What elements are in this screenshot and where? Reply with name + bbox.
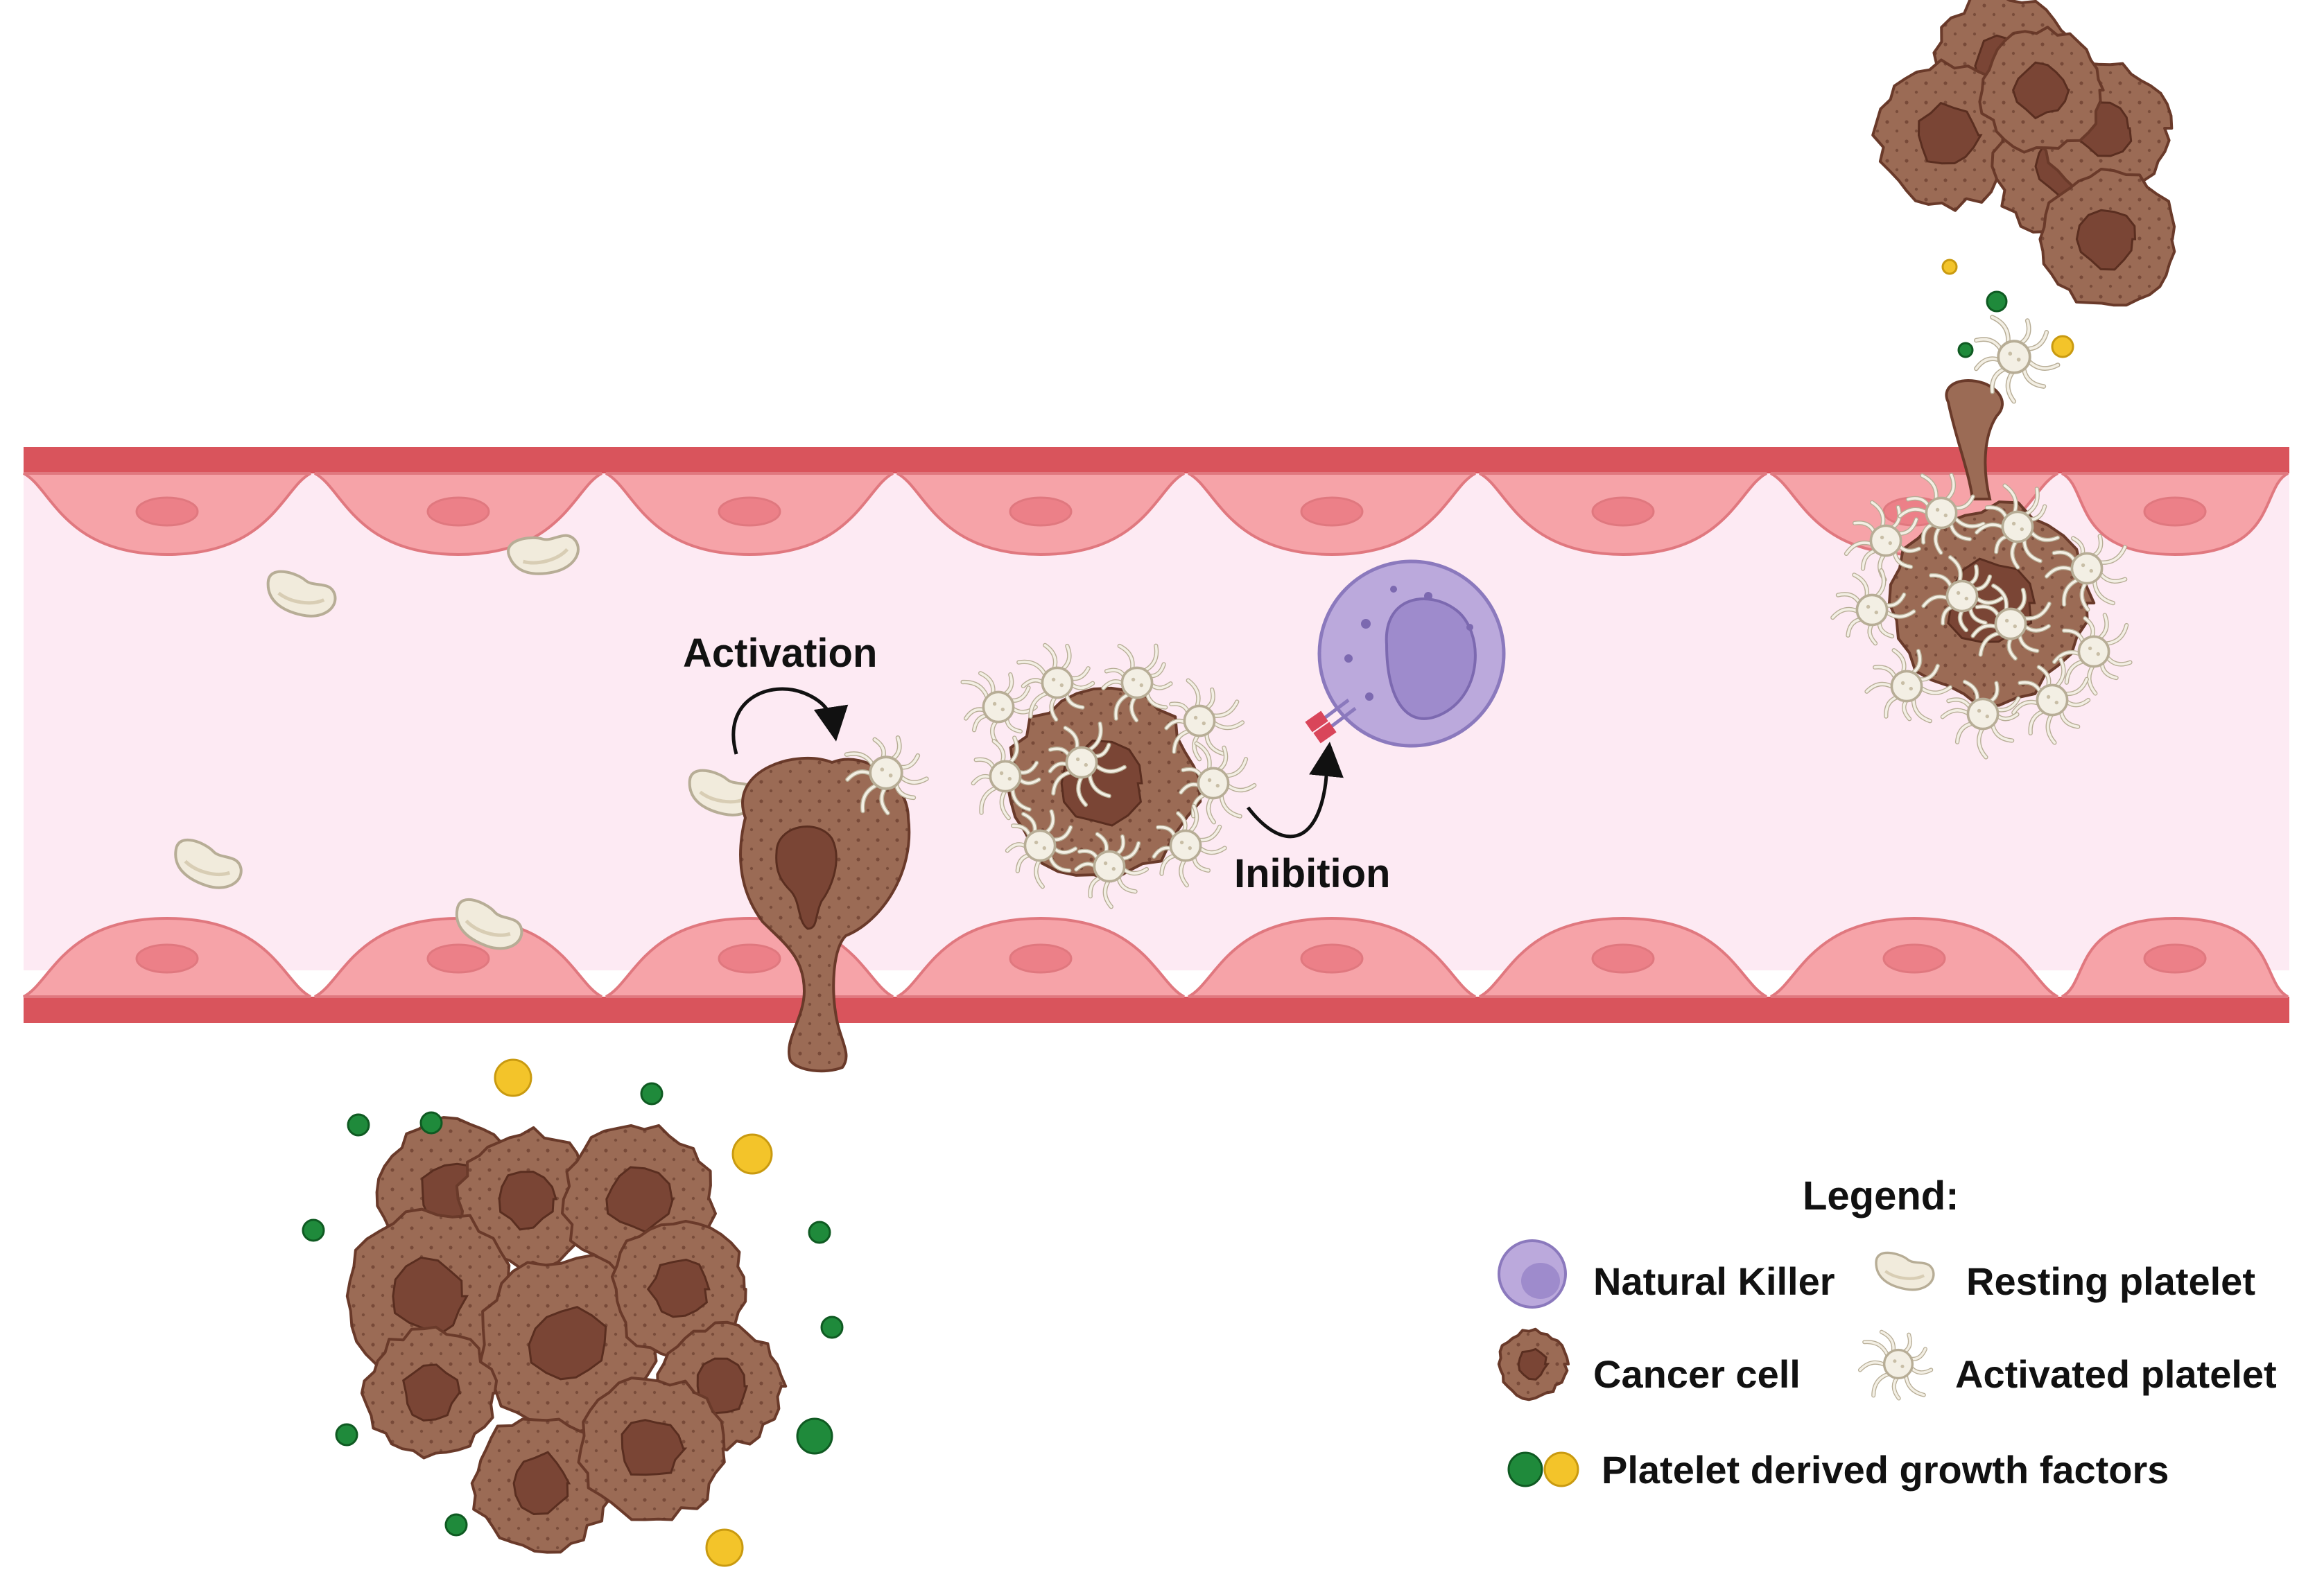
activated-platelet-icon xyxy=(844,735,929,816)
growth-factor-icon xyxy=(820,1316,844,1339)
natural-killer-cell-icon xyxy=(1498,1239,1567,1309)
resting-platelet-icon xyxy=(507,534,580,575)
activated-platelet-icon xyxy=(1857,1329,1934,1401)
legend-label-growth-factors: Platelet derived growth factors xyxy=(1602,1448,2169,1492)
activated-platelet-icon xyxy=(2011,657,2091,745)
endothelial-cell xyxy=(896,916,1185,998)
cancer-cell-icon xyxy=(470,1417,614,1554)
legend-label-activated-platelet: Activated platelet xyxy=(1955,1352,2277,1396)
growth-factor-icon xyxy=(1986,290,2008,313)
activated-platelet-icon xyxy=(1898,473,1986,555)
endothelial-cell xyxy=(1188,472,1476,557)
endothelial-layer-bottom xyxy=(23,916,2289,998)
activated-platelet-icon xyxy=(1005,809,1078,889)
legend-label-cancer-cell: Cancer cell xyxy=(1593,1352,1801,1396)
legend-title: Legend: xyxy=(1803,1173,1959,1218)
growth-factor-icon xyxy=(444,1513,468,1537)
endothelial-cell xyxy=(1188,916,1476,998)
activated-platelet-icon xyxy=(1940,679,2021,760)
endothelial-cell xyxy=(1479,472,1767,557)
cancer-cell-icon xyxy=(360,1325,498,1460)
activated-platelet-icon xyxy=(1164,678,1245,762)
activated-platelet-icon xyxy=(1970,583,2052,661)
vessel-wall-top xyxy=(24,447,2289,473)
activated-platelet-icon xyxy=(960,671,1038,746)
growth-factor-icon xyxy=(640,1082,664,1106)
resting-platelet-icon xyxy=(455,898,523,950)
endothelial-cell xyxy=(2061,472,2289,557)
activated-platelet-icon xyxy=(1974,315,2061,404)
growth-factor-icon xyxy=(1957,342,1974,358)
activated-platelet-icon xyxy=(971,735,1041,821)
intravasating-cancer-cell xyxy=(739,756,911,1073)
endothelial-cell xyxy=(23,472,311,557)
growth-factor-icon xyxy=(1507,1451,1579,1487)
legend-label-resting-platelet: Resting platelet xyxy=(1966,1259,2255,1303)
activated-platelet-icon xyxy=(1152,803,1227,888)
activated-platelet-icon xyxy=(1974,483,2061,570)
growth-factor-icon xyxy=(796,1417,833,1455)
growth-factor-icon xyxy=(731,1133,773,1175)
growth-factor-icon xyxy=(705,1528,744,1567)
curved-arrow-icon xyxy=(1247,742,1344,839)
inhibition-label: Inibition xyxy=(1234,851,1391,896)
growth-factor-icon xyxy=(808,1221,831,1244)
resting-platelet-icon xyxy=(174,838,243,889)
growth-factor-icon xyxy=(302,1218,325,1242)
endothelial-cell xyxy=(1479,916,1767,998)
vessel-wall-bottom xyxy=(24,997,2289,1023)
natural-killer-cell-icon xyxy=(1305,559,1506,748)
activated-platelet-icon xyxy=(1074,832,1149,909)
activated-platelet-icon xyxy=(1179,741,1257,825)
growth-factor-icon xyxy=(347,1113,370,1137)
activation-label: Activation xyxy=(683,631,877,676)
activated-platelet-icon xyxy=(1016,643,1095,722)
growth-factor-icon xyxy=(1941,259,1958,275)
activated-platelet-icon xyxy=(1101,643,1173,723)
cloaked-cancer-cell xyxy=(1005,686,1203,883)
cancer-cell-icon xyxy=(1978,26,2105,154)
activated-platelet-icon xyxy=(1830,568,1916,646)
activated-platelet-icon xyxy=(1048,721,1127,807)
nk-receptor xyxy=(1305,710,1328,733)
growth-factor-icon xyxy=(335,1423,358,1447)
cancer-cell-icon xyxy=(1497,1327,1570,1401)
growth-factor-icon xyxy=(419,1111,443,1135)
legend-label-natural-killer: Natural Killer xyxy=(1593,1259,1835,1303)
activated-platelet-icon xyxy=(2052,613,2133,696)
cancer-cell-icon xyxy=(577,1377,726,1521)
activated-platelet-icon xyxy=(1921,554,2004,633)
endothelial-cell xyxy=(1770,916,2058,998)
cell-layer xyxy=(174,0,2176,1567)
endothelial-cell xyxy=(23,916,311,998)
endothelial-cell xyxy=(314,916,602,998)
growth-factor-icon xyxy=(494,1058,532,1097)
endothelial-cell xyxy=(314,472,602,557)
cancer-cell-icon xyxy=(455,1126,599,1270)
endothelial-cell xyxy=(605,472,894,557)
activated-platelet-icon xyxy=(2044,534,2128,612)
endothelial-cell xyxy=(2061,916,2289,998)
resting-platelet-icon xyxy=(266,570,337,618)
endothelial-layer-top xyxy=(23,472,2289,557)
nk-receptor xyxy=(1313,722,1337,744)
resting-platelet-icon xyxy=(1875,1251,1935,1291)
cancer-cell-icon xyxy=(2038,168,2176,307)
curved-arrow-icon xyxy=(731,687,849,755)
legend: Legend: Natural Killer Resting platelet … xyxy=(1497,1173,2277,1492)
growth-factor-icon xyxy=(2051,335,2074,358)
activated-platelet-icon xyxy=(1864,648,1953,724)
endothelial-cell xyxy=(896,472,1185,557)
extravasating-cancer-cell xyxy=(1945,379,2004,500)
